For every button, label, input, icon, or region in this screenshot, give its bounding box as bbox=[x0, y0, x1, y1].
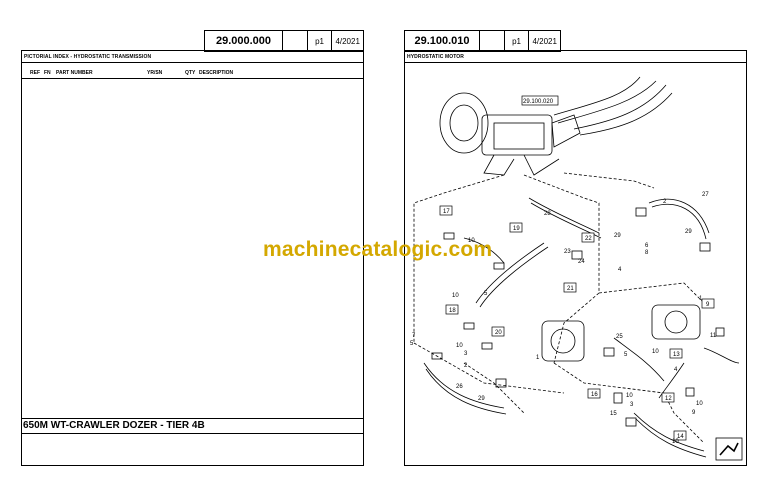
left-footer-rule-2 bbox=[21, 433, 364, 434]
left-title-rule bbox=[21, 62, 364, 63]
svg-text:5: 5 bbox=[484, 291, 488, 297]
left-header-box: 29.000.000 p1 4/2021 bbox=[204, 30, 364, 52]
hydrostatic-motor-diagram: 29.100.020 17 19 22 21 18 20 9 13 16 12 … bbox=[410, 76, 743, 461]
left-model-title: 650M WT-CRAWLER DOZER - TIER 4B bbox=[23, 420, 205, 431]
svg-text:4: 4 bbox=[618, 267, 622, 273]
left-page-code: 29.000.000 bbox=[205, 31, 283, 51]
svg-text:17: 17 bbox=[443, 209, 450, 215]
svg-text:13: 13 bbox=[673, 352, 680, 358]
watermark-text: machinecatalogic.com bbox=[263, 238, 493, 261]
svg-text:22: 22 bbox=[585, 236, 592, 242]
svg-text:18: 18 bbox=[449, 308, 456, 314]
svg-text:10: 10 bbox=[468, 238, 475, 244]
col-fn: FN bbox=[44, 70, 51, 76]
right-header-box: 29.100.010 p1 4/2021 bbox=[404, 30, 561, 52]
svg-text:29: 29 bbox=[614, 233, 621, 239]
svg-text:9: 9 bbox=[706, 302, 710, 308]
svg-text:11: 11 bbox=[710, 333, 717, 339]
right-page-code: 29.100.010 bbox=[405, 31, 481, 51]
svg-text:29.100.020: 29.100.020 bbox=[523, 99, 554, 105]
right-section-title: HYDROSTATIC MOTOR bbox=[407, 54, 464, 60]
svg-text:27: 27 bbox=[702, 192, 709, 198]
svg-text:23: 23 bbox=[564, 249, 571, 255]
svg-text:16: 16 bbox=[591, 392, 598, 398]
col-ref: REF bbox=[30, 70, 40, 76]
svg-text:29: 29 bbox=[478, 396, 485, 402]
col-yr-sn: YR/SN bbox=[147, 70, 163, 76]
left-section-title: PICTORIAL INDEX - HYDROSTATIC TRANSMISSI… bbox=[24, 54, 152, 60]
svg-text:21: 21 bbox=[567, 286, 574, 292]
svg-text:28: 28 bbox=[544, 211, 551, 217]
col-qty: QTY bbox=[185, 70, 196, 76]
svg-text:8: 8 bbox=[645, 250, 649, 256]
left-page-date: 4/2021 bbox=[335, 36, 360, 46]
left-header-rule bbox=[21, 78, 364, 79]
svg-text:10: 10 bbox=[696, 401, 703, 407]
svg-text:5: 5 bbox=[410, 341, 414, 347]
svg-text:26: 26 bbox=[456, 384, 463, 390]
svg-text:3: 3 bbox=[630, 402, 634, 408]
svg-text:12: 12 bbox=[665, 396, 672, 402]
svg-text:29: 29 bbox=[685, 229, 692, 235]
left-blank-cell bbox=[283, 31, 308, 51]
svg-text:14: 14 bbox=[677, 434, 684, 440]
svg-text:10: 10 bbox=[626, 393, 633, 399]
left-page-number: p1 bbox=[308, 31, 333, 51]
svg-text:10: 10 bbox=[652, 349, 659, 355]
right-blank-cell bbox=[480, 31, 505, 51]
right-page-number: p1 bbox=[505, 31, 530, 51]
svg-text:2: 2 bbox=[663, 199, 667, 205]
right-page-date: 4/2021 bbox=[532, 36, 557, 46]
svg-text:3: 3 bbox=[464, 351, 468, 357]
svg-text:4: 4 bbox=[674, 367, 678, 373]
svg-text:15: 15 bbox=[610, 411, 617, 417]
svg-text:24: 24 bbox=[578, 259, 585, 265]
svg-text:5: 5 bbox=[624, 352, 628, 358]
left-footer-rule bbox=[21, 418, 364, 419]
right-title-rule bbox=[404, 62, 747, 63]
svg-text:9: 9 bbox=[692, 410, 696, 416]
svg-text:10: 10 bbox=[452, 293, 459, 299]
svg-text:10: 10 bbox=[672, 439, 679, 445]
svg-text:20: 20 bbox=[495, 330, 502, 336]
col-part-number: PART NUMBER bbox=[56, 70, 93, 76]
svg-text:1: 1 bbox=[536, 355, 540, 361]
svg-text:10: 10 bbox=[456, 343, 463, 349]
left-catalog-sheet bbox=[21, 50, 364, 466]
svg-text:7: 7 bbox=[412, 333, 416, 339]
svg-text:25: 25 bbox=[616, 334, 623, 340]
svg-text:6: 6 bbox=[645, 243, 649, 249]
col-description: DESCRIPTION bbox=[199, 70, 234, 76]
svg-text:2: 2 bbox=[464, 363, 468, 369]
svg-text:1: 1 bbox=[699, 296, 703, 302]
svg-text:19: 19 bbox=[513, 226, 520, 232]
